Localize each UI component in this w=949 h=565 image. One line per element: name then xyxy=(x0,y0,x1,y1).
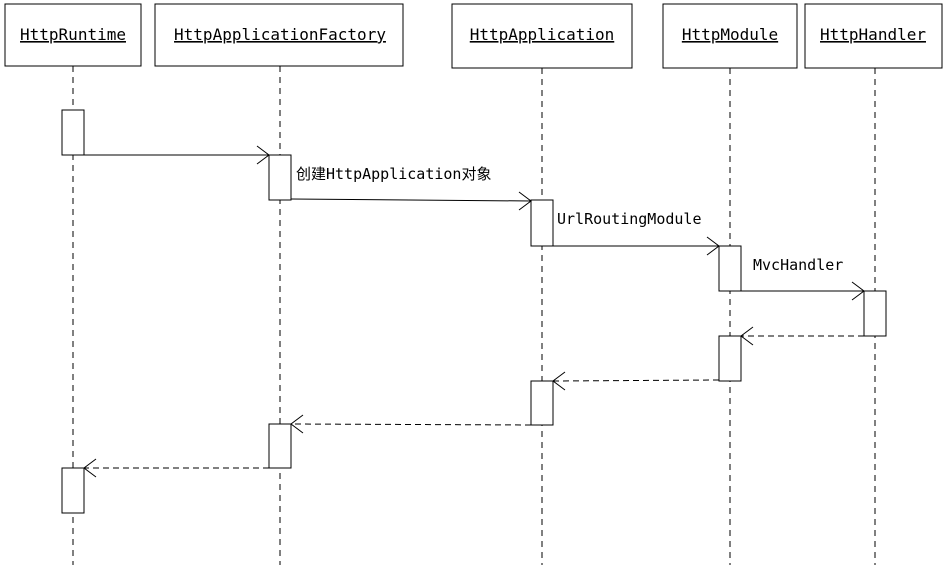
participant-application: HttpApplication xyxy=(451,3,633,69)
activation-handler-1 xyxy=(863,290,887,337)
return-factory-to-runtime xyxy=(83,458,269,478)
message-label-mvchandler: MvcHandler xyxy=(753,256,843,274)
participant-application-label: HttpApplication xyxy=(470,25,615,44)
activation-application-1 xyxy=(530,199,554,247)
message-runtime-to-factory xyxy=(84,145,270,165)
activation-runtime-2 xyxy=(61,467,85,514)
message-label-urlroutingmodule: UrlRoutingModule xyxy=(557,210,702,228)
participant-module-label: HttpModule xyxy=(682,25,778,44)
participant-runtime-label: HttpRuntime xyxy=(20,25,126,44)
activation-module-1 xyxy=(718,245,742,292)
activation-runtime-1 xyxy=(61,109,85,156)
participant-factory-label: HttpApplicationFactory xyxy=(174,25,386,44)
return-module-to-application xyxy=(552,371,720,391)
activation-factory-2 xyxy=(268,423,292,469)
message-factory-to-application: 创建HttpApplication对象 xyxy=(290,165,532,211)
participant-handler-label: HttpHandler xyxy=(820,25,926,44)
message-label-create-application: 创建HttpApplication对象 xyxy=(296,165,491,183)
return-application-to-factory xyxy=(290,414,532,434)
activation-factory-1 xyxy=(268,154,292,201)
activation-module-2 xyxy=(718,335,742,382)
participant-handler: HttpHandler xyxy=(804,3,943,69)
participant-runtime: HttpRuntime xyxy=(4,3,142,67)
message-module-to-handler: MvcHandler xyxy=(741,256,865,301)
return-handler-to-module xyxy=(740,326,864,346)
activation-application-2 xyxy=(530,380,554,426)
participant-factory: HttpApplicationFactory xyxy=(154,3,404,67)
message-application-to-module: UrlRoutingModule xyxy=(553,210,720,256)
participant-module: HttpModule xyxy=(662,3,798,69)
